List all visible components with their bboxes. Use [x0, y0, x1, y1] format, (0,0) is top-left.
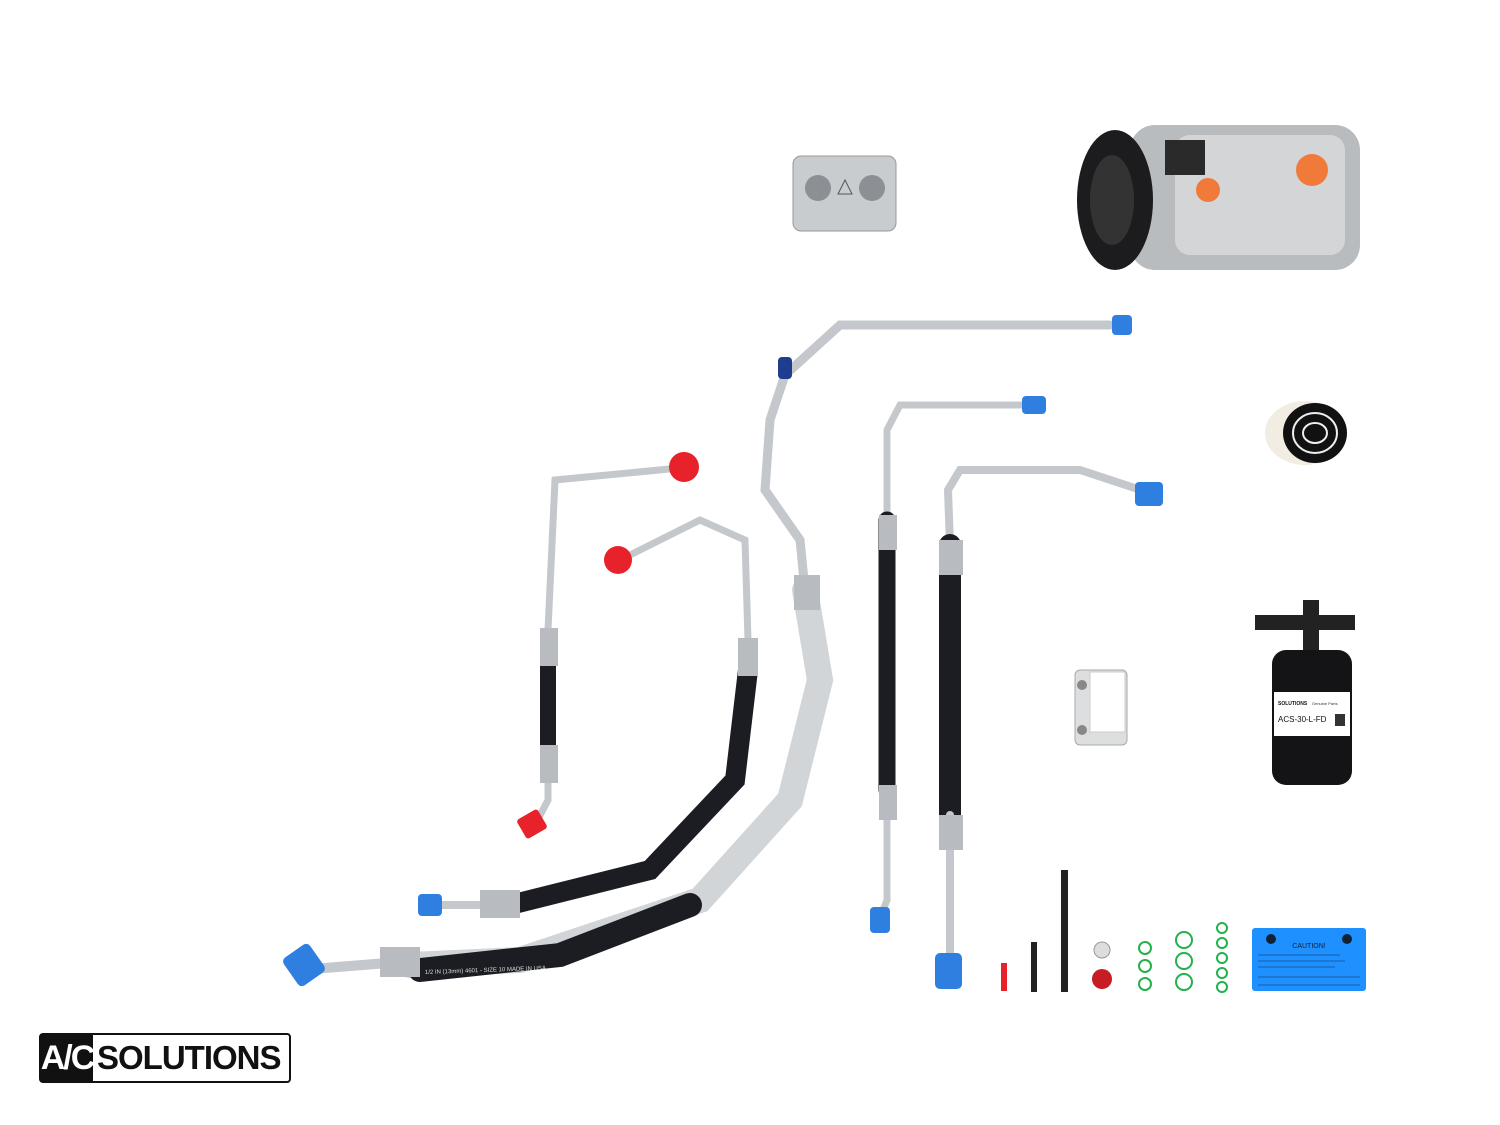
expansion-valve [1074, 669, 1128, 746]
drier-brand: SOLUTIONS [1278, 701, 1308, 707]
insulation-tape-roll [1265, 401, 1347, 465]
caution-label: CAUTION! [1252, 928, 1366, 991]
small-parts [1001, 870, 1228, 993]
drier-tagline: Genuine Parts [1312, 701, 1338, 706]
drier-part-number: ACS-30-L-FD [1278, 715, 1327, 724]
receiver-drier: SOLUTIONS Genuine Parts ACS-30-L-FD [1255, 600, 1355, 785]
fittings [380, 515, 963, 977]
logo-mark: A/C [41, 1035, 95, 1081]
manifold-plate [792, 155, 897, 232]
hose-print: 1/2 IN (13mm) 4601 - SIZE 10 MADE IN USA [425, 966, 546, 976]
ac-compressor [1077, 125, 1360, 270]
caps [283, 315, 1163, 989]
hose-lines [295, 320, 1154, 982]
ac-solutions-logo: A/C SOLUTIONS [39, 1033, 291, 1083]
logo-text: SOLUTIONS [97, 1039, 282, 1076]
caution-heading: CAUTION! [1292, 943, 1326, 950]
